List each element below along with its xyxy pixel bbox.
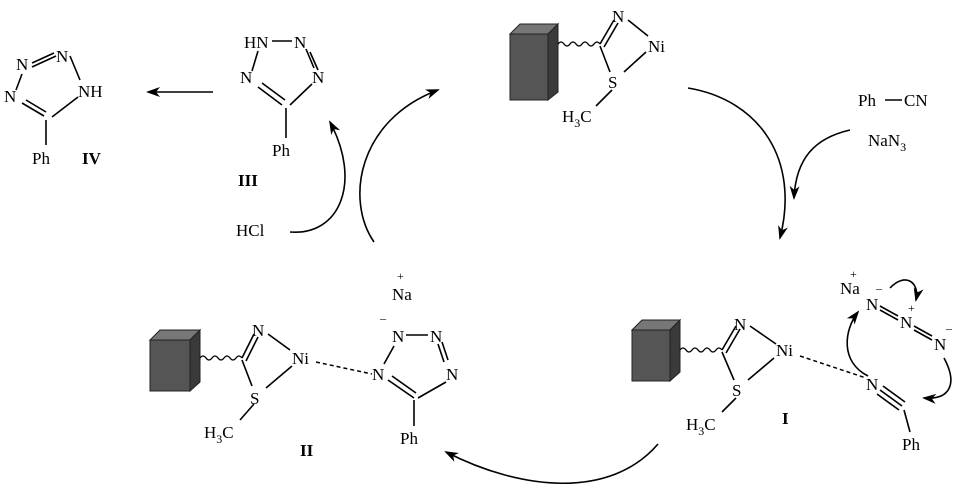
- reagent-ph: Ph: [858, 91, 876, 110]
- reagent-hcl: HCl: [236, 221, 265, 240]
- ii-ni: Ni: [292, 349, 309, 368]
- label-i: I: [782, 409, 789, 428]
- reagent-cn: CN: [904, 91, 928, 110]
- complex-i: N Ni S H3C N Ph I Na + N – N + N –: [630, 267, 953, 454]
- ii-methyl: H3C: [204, 423, 234, 446]
- i-phenyl: Ph: [902, 435, 920, 454]
- iv-phenyl: Ph: [32, 149, 50, 168]
- catalyst: N Ni S H3C: [508, 7, 665, 130]
- azide-na-charge: +: [850, 267, 857, 281]
- iii-n-left: N: [240, 68, 252, 87]
- arrow-i-to-ii: [444, 443, 659, 485]
- label-iv: IV: [82, 149, 102, 168]
- iv-n-left: N: [4, 87, 16, 106]
- iv-n-top-left: N: [16, 55, 28, 74]
- ii-tz-n2: N: [430, 327, 442, 346]
- iv-n-top-right: N: [56, 47, 68, 66]
- i-nitrile-n: N: [866, 375, 878, 394]
- catalyst-s: S: [608, 73, 617, 92]
- catalyst-n: N: [612, 7, 624, 26]
- iv-nh: NH: [78, 82, 103, 101]
- ii-tz-n1: N: [392, 327, 404, 346]
- reagent-nan3: NaN3: [868, 131, 906, 154]
- ii-na: Na: [392, 285, 412, 304]
- complex-ii: N Ni S H3C II Na + – N N N N Ph: [148, 269, 458, 460]
- arrow-catalyst-to-i: [687, 87, 788, 240]
- iii-n-top-right: N: [294, 33, 306, 52]
- reagents-nitrile-azide: Ph CN NaN3: [858, 91, 928, 154]
- iii-n-right: N: [312, 68, 324, 87]
- ii-n1-charge: –: [379, 311, 387, 325]
- arrow-hcl-to-iii: [289, 120, 346, 233]
- azide-n3: N: [934, 335, 946, 354]
- i-ni: Ni: [776, 341, 793, 360]
- azide-n1-charge: –: [875, 281, 883, 295]
- support-block-icon: [508, 22, 560, 102]
- azide-n3-charge: –: [945, 321, 953, 335]
- electron-arrow-2: [846, 310, 869, 377]
- catalyst-methyl: H3C: [562, 107, 592, 130]
- arrow-reagent-join: [789, 129, 851, 200]
- azide-ion: Na + N – N + N –: [840, 267, 953, 404]
- i-s: S: [732, 381, 741, 400]
- ii-tz-n4: N: [372, 365, 384, 384]
- label-iii: III: [238, 171, 258, 190]
- iii-hn: HN: [244, 33, 269, 52]
- compound-iv: N N N NH Ph IV: [4, 47, 103, 168]
- ii-tz-n3: N: [446, 365, 458, 384]
- i-methyl: H3C: [686, 415, 716, 438]
- ii-n: N: [252, 321, 264, 340]
- azide-n2-charge: +: [908, 301, 915, 315]
- azide-n1: N: [866, 295, 878, 314]
- i-n: N: [734, 315, 746, 334]
- support-block-icon: [630, 318, 682, 383]
- ii-s: S: [250, 389, 259, 408]
- compound-iii: HN N N N Ph III: [238, 33, 324, 190]
- support-block-icon: [148, 328, 202, 393]
- azide-na: Na: [840, 279, 860, 298]
- azide-n2: N: [900, 313, 912, 332]
- electron-arrow-3: [922, 357, 952, 404]
- label-ii: II: [300, 441, 314, 460]
- catalyst-ni: Ni: [648, 37, 665, 56]
- iii-phenyl: Ph: [272, 141, 290, 160]
- ii-na-charge: +: [397, 269, 404, 283]
- electron-arrow-1: [889, 279, 924, 302]
- arrow-ii-to-catalyst: [359, 89, 440, 243]
- ii-phenyl: Ph: [400, 429, 418, 448]
